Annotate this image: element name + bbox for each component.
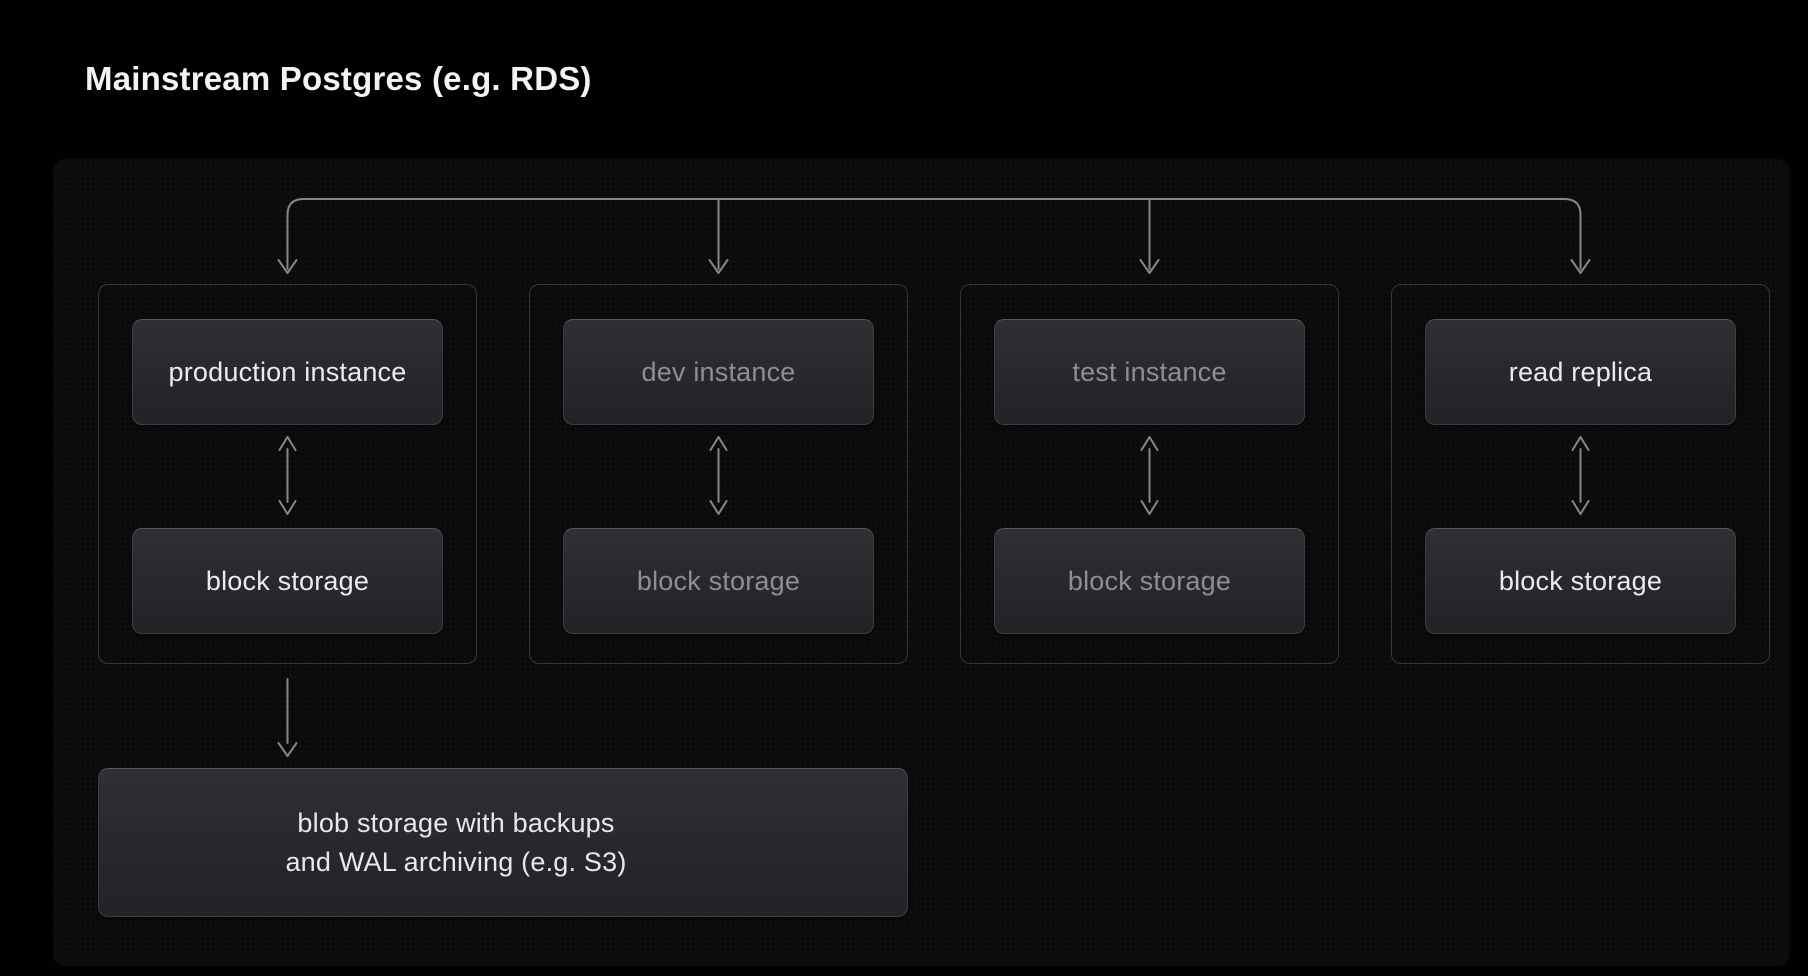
node-production-instance: production instance <box>132 319 443 425</box>
node-label: read replica <box>1508 356 1653 387</box>
down-arrowhead-icon <box>1570 259 1591 274</box>
node-read-replica: read replica <box>1425 319 1736 425</box>
diagram-panel: production instance block storage dev in… <box>53 159 1790 966</box>
node-test-instance: test instance <box>994 319 1305 425</box>
page-title: Mainstream Postgres (e.g. RDS) <box>85 60 592 97</box>
node-label: block storage <box>1498 565 1663 596</box>
node-block-storage-replica: block storage <box>1425 528 1736 634</box>
group-test: test instance block storage <box>960 284 1339 664</box>
node-label: test instance <box>1072 356 1227 387</box>
node-label: block storage <box>205 565 370 596</box>
blob-storage-line-2: and WAL archiving (e.g. S3) <box>285 846 627 877</box>
node-dev-instance: dev instance <box>563 319 874 425</box>
down-arrowhead-icon <box>708 259 729 274</box>
node-block-storage-test: block storage <box>994 528 1305 634</box>
node-label: block storage <box>1067 565 1232 596</box>
node-block-storage-production: block storage <box>132 528 443 634</box>
node-label: dev instance <box>641 356 796 387</box>
blob-arrow-icon <box>277 678 298 757</box>
node-block-storage-dev: block storage <box>563 528 874 634</box>
node-label: production instance <box>168 356 407 387</box>
blob-storage-line-1: blob storage with backups <box>297 807 615 838</box>
bus-line <box>286 198 1582 270</box>
down-arrowhead-icon <box>1139 259 1160 274</box>
node-blob-storage: blob storage with backups and WAL archiv… <box>98 768 908 917</box>
group-production: production instance block storage <box>98 284 477 664</box>
group-read-replica: read replica block storage <box>1391 284 1770 664</box>
down-arrowhead-icon <box>277 259 298 274</box>
node-label: block storage <box>636 565 801 596</box>
group-dev: dev instance block storage <box>529 284 908 664</box>
